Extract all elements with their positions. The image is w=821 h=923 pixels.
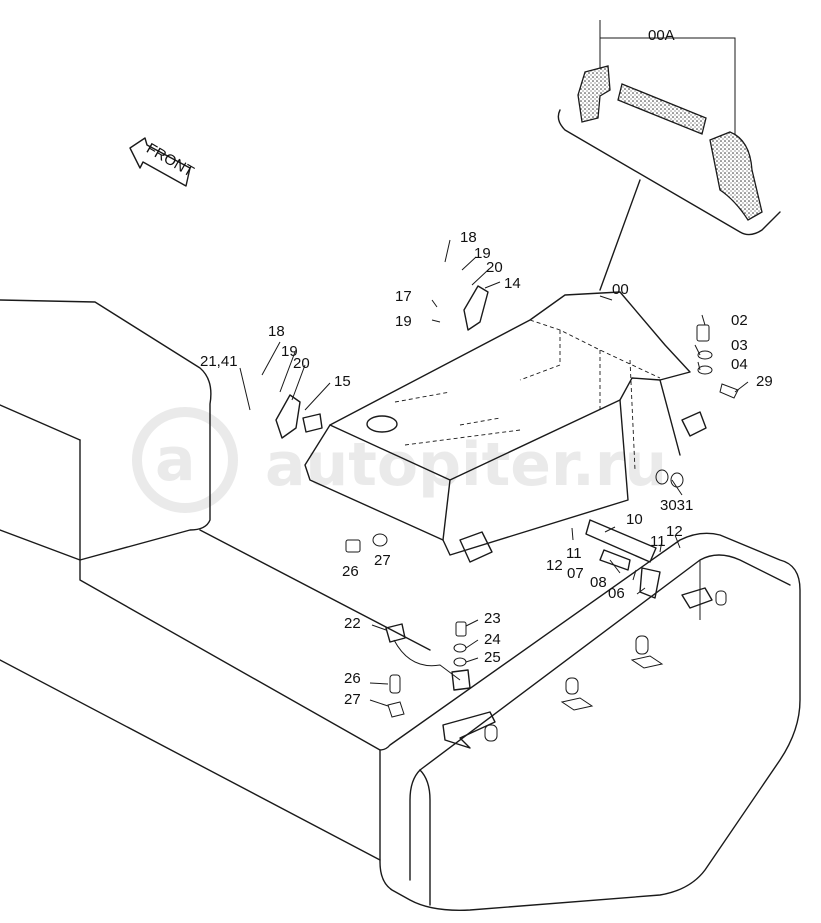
watermark: a autopiter.ru: [132, 407, 667, 513]
label-11-left: 11: [566, 545, 582, 562]
label-20-left: 20: [293, 355, 310, 372]
label-19-top: 19: [474, 245, 491, 262]
label-26-top: 26: [342, 563, 359, 580]
label-20-top: 20: [486, 259, 503, 276]
watermark-text: autopiter.ru: [265, 430, 667, 500]
label-23: 23: [484, 610, 501, 627]
hardware: [275, 285, 739, 718]
label-12-right: 12: [666, 523, 683, 540]
mounting-posts: [442, 587, 727, 749]
label-00: 00: [612, 281, 629, 298]
label-18-left: 18: [268, 323, 285, 340]
label-24: 24: [484, 631, 501, 648]
label-26-bottom: 26: [344, 670, 361, 687]
front-arrow: FRONT: [129, 137, 197, 187]
label-12-left: 12: [546, 557, 563, 574]
label-25: 25: [484, 649, 501, 666]
label-11-right: 11: [650, 533, 666, 550]
callout-label: 00A: [648, 27, 675, 44]
label-04: 04: [731, 356, 748, 373]
label-03: 03: [731, 337, 748, 354]
label-02: 02: [731, 312, 748, 329]
counterweight-body: [0, 299, 801, 911]
label-07: 07: [567, 565, 584, 582]
label-10: 10: [626, 511, 643, 528]
label-15: 15: [334, 373, 351, 390]
label-21-41: 21,41: [200, 353, 238, 370]
label-18-top: 18: [460, 229, 477, 246]
label-29: 29: [756, 373, 773, 390]
front-label: FRONT: [143, 140, 196, 181]
part-labels: 00 02 03 04 29 18 19 20 14 17 19 18 19 2…: [200, 229, 773, 708]
label-14: 14: [504, 275, 521, 292]
label-19-left: 19: [281, 343, 298, 360]
label-08: 08: [590, 574, 607, 591]
label-19-mid: 19: [395, 313, 412, 330]
cover-assembly: [304, 291, 707, 563]
label-22: 22: [344, 615, 361, 632]
label-27-bottom: 27: [344, 691, 361, 708]
label-27-top: 27: [374, 552, 391, 569]
leader-lines: [239, 239, 749, 707]
callout-00a: 00A: [557, 20, 781, 291]
watermark-glyph: a: [155, 425, 196, 495]
label-17: 17: [395, 288, 412, 305]
label-06: 06: [608, 585, 625, 602]
label-30-31: 3031: [660, 497, 693, 514]
